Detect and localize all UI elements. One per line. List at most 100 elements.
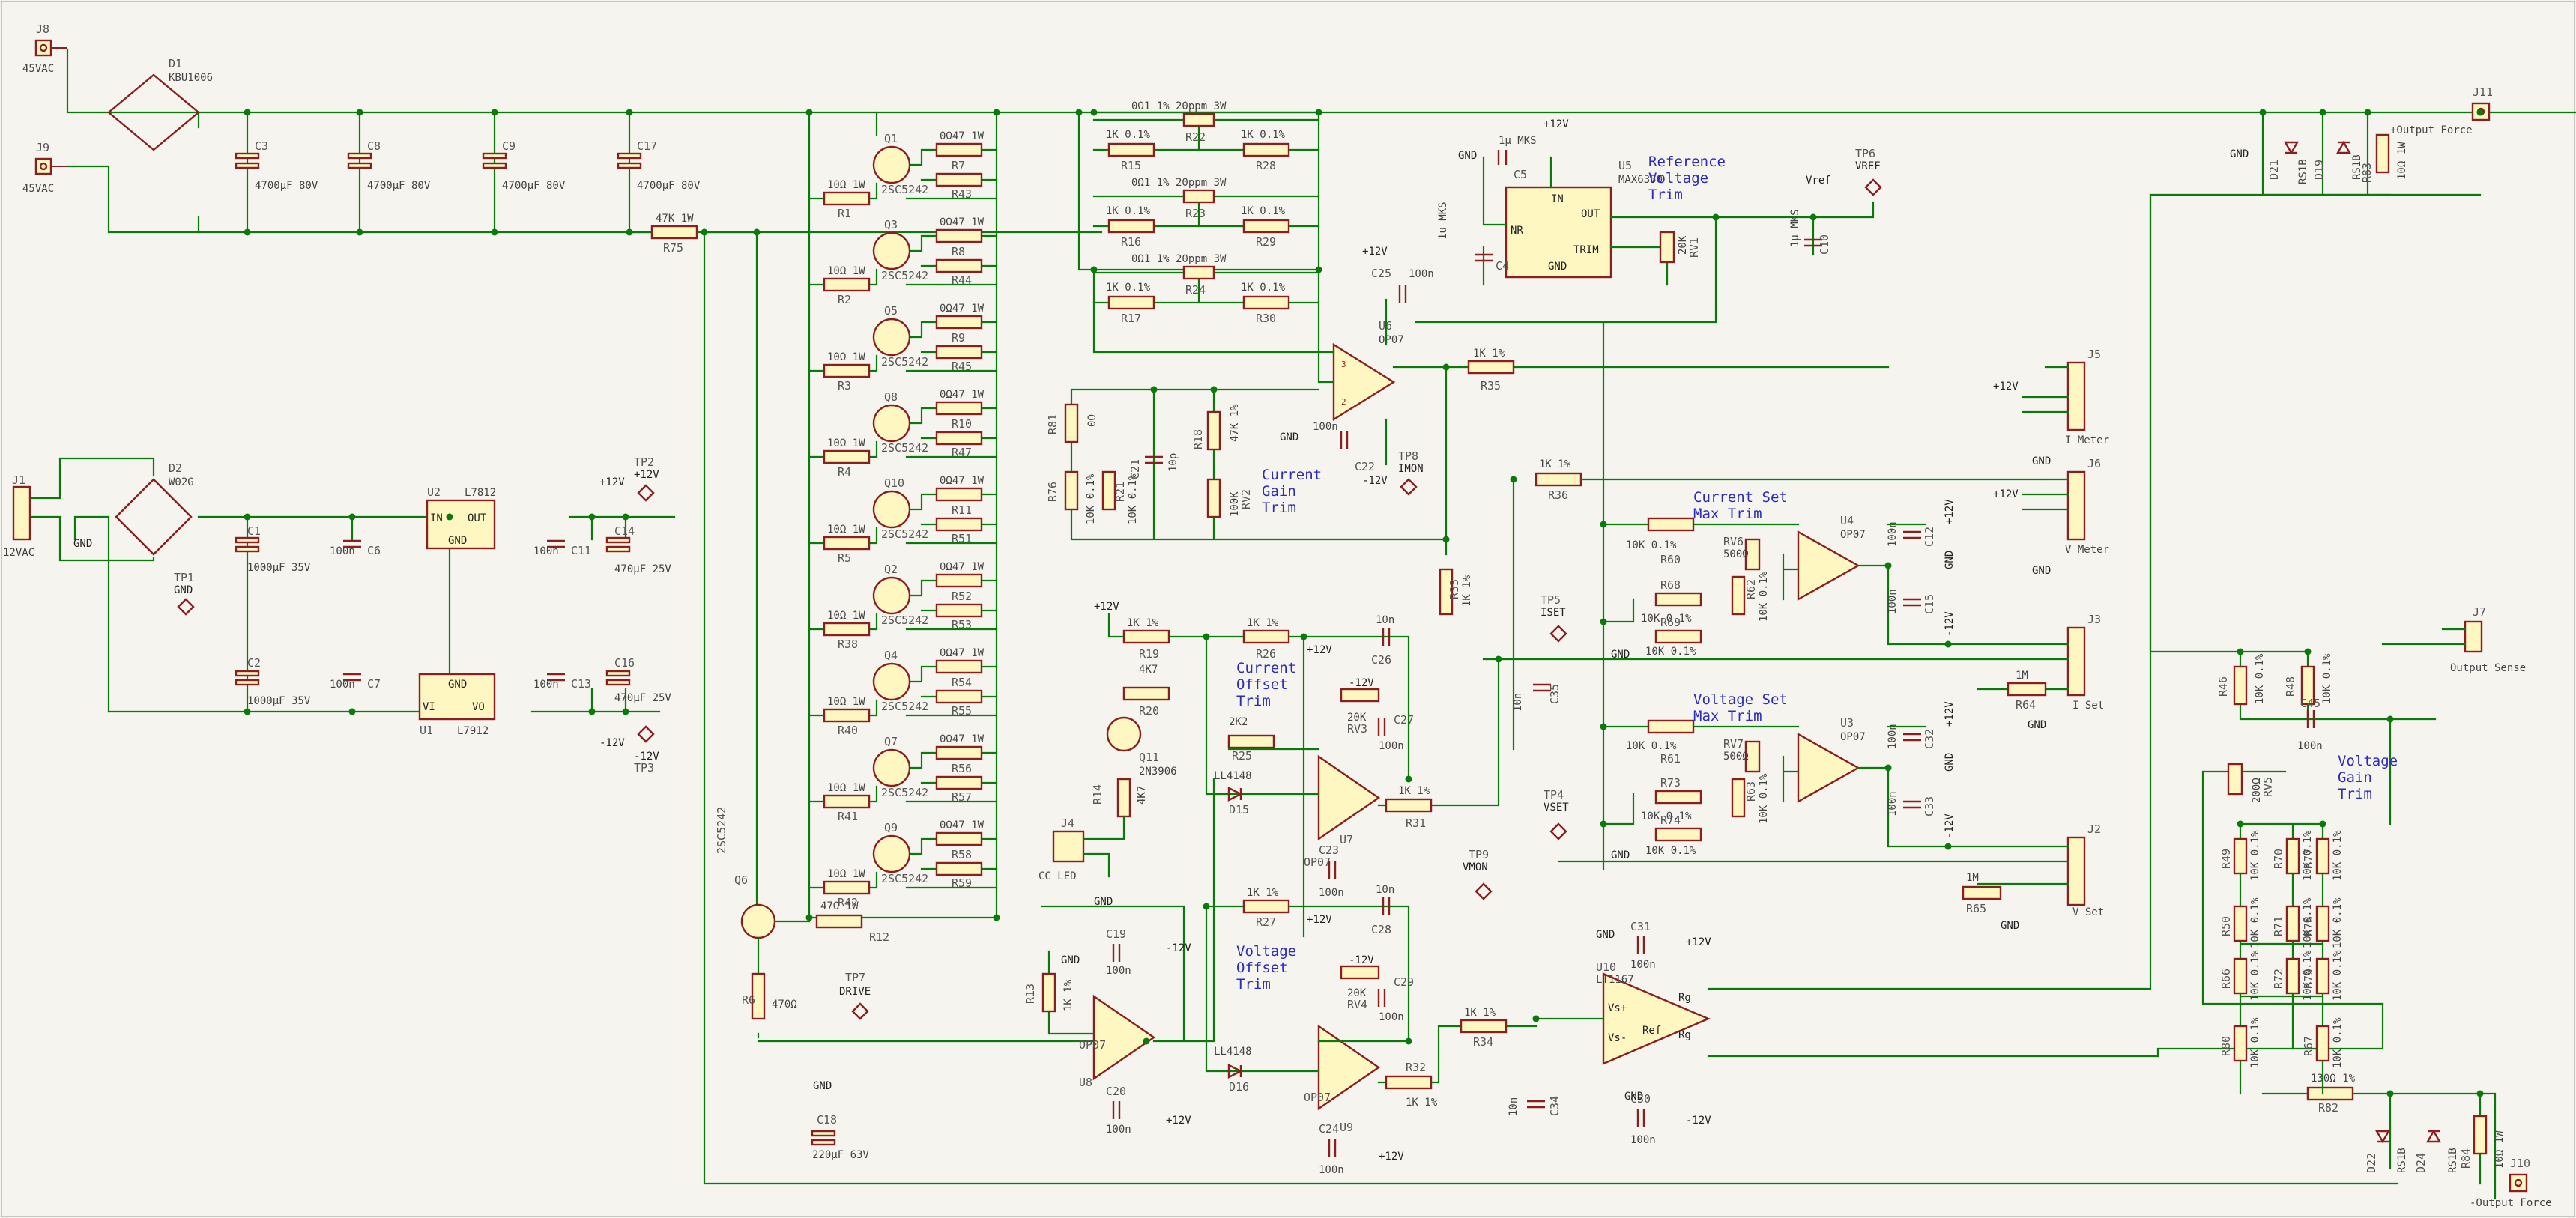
sense-ref: R29 [1256, 235, 1276, 249]
bias-r-ref: R43 [952, 187, 972, 201]
r6-ref: R6 [742, 993, 755, 1007]
u5-gnd-net: GND [1458, 150, 1477, 162]
u8-pos-net: +12V [1166, 1115, 1191, 1127]
junction-dot [1405, 775, 1412, 783]
j11-label: +Output Force [2390, 124, 2473, 136]
emitter-r-value: 0Ω47 1W [940, 819, 985, 831]
d21-ref: D21 [2267, 160, 2281, 180]
transistor-ref: Q3 [884, 218, 898, 231]
u9-neg-net: -12V [1349, 954, 1374, 966]
junction-dot [622, 513, 629, 521]
r12-ref: R12 [869, 930, 889, 944]
base-r-ref: R38 [838, 637, 858, 651]
c10-ref: C10 [1818, 234, 1831, 255]
shunt-value: 0Ω1 1% 20ppm 3W [1131, 177, 1227, 189]
connector-j6: J6 V Meter +12V GND [1993, 457, 2109, 577]
tp7-ref: TP7 [845, 971, 865, 984]
resistor-r53 [935, 603, 983, 618]
resistor-r5 [823, 536, 871, 551]
resistor-r3 [823, 363, 871, 378]
junction-dot [622, 708, 629, 715]
u5-pin-nr: NR [1511, 225, 1523, 237]
c11-value: 100n [533, 545, 559, 557]
sense-value: 1K 0.1% [1241, 205, 1286, 217]
svg-text:3: 3 [1341, 360, 1346, 369]
d1-ref: D1 [169, 57, 182, 70]
base-r-ref: R3 [838, 379, 851, 393]
junction-dot [244, 513, 251, 521]
r81-ref: R81 [1046, 414, 1059, 434]
junction-dot [1090, 266, 1098, 273]
junction-dot [491, 109, 498, 116]
d15-ref: D15 [1229, 803, 1249, 816]
c1-value: 1000µF 35V [247, 562, 311, 574]
j5-ref: J5 [2087, 348, 2101, 361]
base-r-ref: R2 [838, 293, 851, 306]
connector-j2: J2 V Set 1M R65 GND [1557, 822, 2104, 932]
j6-ref: J6 [2087, 457, 2101, 470]
r82-value: 130Ω 1% [2311, 1073, 2356, 1085]
u10-ref: U10 [1596, 960, 1616, 974]
gain-resistor [2233, 1025, 2248, 1062]
gain-resistor [2315, 905, 2330, 942]
gain-trim: R81 0Ω R76 10K 0.1% R21 10K 0.1% C21 10p… [1046, 403, 1253, 524]
u2-pin-in: IN [430, 512, 443, 524]
junction-dot [626, 109, 633, 116]
svg-text:2: 2 [1341, 397, 1346, 407]
tp6-label: VREF [1855, 160, 1881, 172]
base-r-value: 10Ω 1W [827, 782, 865, 794]
base-r-ref: R41 [838, 810, 858, 823]
r20-ref: R20 [1139, 704, 1159, 718]
r26-value: 1K 1% [1247, 617, 1279, 629]
r34-value: 1K 1% [1464, 1007, 1496, 1019]
c17-value: 4700µF 80V [637, 180, 701, 192]
j2-ref: J2 [2087, 822, 2101, 836]
d19-ref: D19 [2312, 160, 2326, 180]
c22-gnd: GND [1280, 431, 1298, 443]
junction-dot [1944, 640, 1952, 648]
base-r-value: 10Ω 1W [827, 179, 865, 191]
junction-dot [356, 228, 363, 236]
tp2-label: +12V [634, 469, 659, 481]
c8-ref: C8 [367, 139, 381, 153]
u5-ref: U5 [1618, 159, 1632, 172]
base-r-value: 10Ω 1W [827, 696, 865, 708]
r61-value: 10K 0.1% [1626, 740, 1677, 752]
gain-ref: R72 [2272, 969, 2285, 989]
u3-ref: U3 [1840, 716, 1854, 730]
c35-value: 10n [1512, 693, 1524, 712]
c2-value: 1000µF 35V [247, 695, 311, 707]
resistor-r52 [935, 573, 983, 588]
r75-value: 47K 1W [656, 213, 694, 225]
r62-value: 10K 0.1% [1758, 571, 1770, 622]
c6-ref: C6 [367, 544, 381, 557]
c21-ref: C21 [1128, 459, 1142, 479]
voltage-error-amp: OP07 U9 1K 1% R27 10n C28 20K RV4 C29 10… [1205, 788, 1569, 1176]
r73-ref: R73 [1660, 776, 1681, 790]
transistor-q4 [872, 662, 911, 701]
r76-value: 10K 0.1% [1085, 473, 1097, 524]
tp2: TP2 +12V [634, 455, 659, 502]
tp6-ref: TP6 [1855, 147, 1875, 160]
junction-dot [2259, 109, 2267, 116]
r36-ref: R36 [1548, 488, 1568, 502]
junction-dot [753, 228, 761, 236]
c16-value: 470µF 25V [614, 692, 671, 704]
gain-value: 10K 0.1% [2249, 897, 2261, 948]
junction-dot [1203, 903, 1210, 910]
aux-supply: J1 12VAC D2 W02G C1 1000µF 35V C2 1000µF… [3, 455, 676, 775]
junction-dots [244, 109, 2484, 1097]
gain-value: 10K 0.1% [2249, 1017, 2261, 1068]
u6-value: OP07 [1379, 334, 1404, 346]
j5-label: I Meter [2065, 434, 2109, 446]
gain-resistor [2315, 957, 2330, 995]
r68-value: 10K 0.1% [1641, 613, 1692, 625]
gain-resistor [2315, 1025, 2330, 1062]
transistor-value: 2SC5242 [881, 700, 928, 713]
